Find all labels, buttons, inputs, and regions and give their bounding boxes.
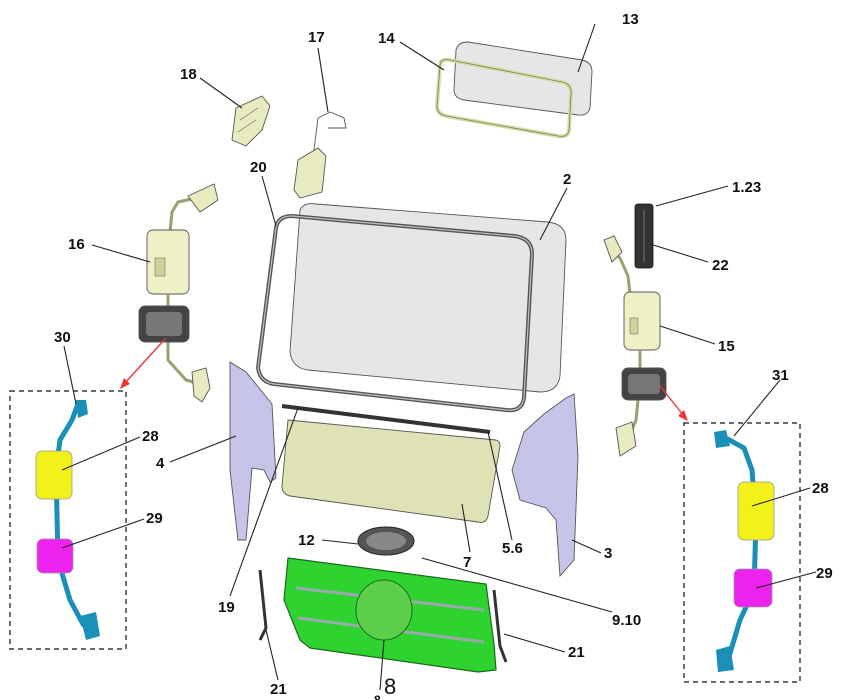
part-18-bracket bbox=[231, 95, 271, 147]
part-22-vertical-strip bbox=[634, 203, 654, 269]
leader-lines bbox=[61, 23, 817, 691]
callout-22: 22 bbox=[712, 257, 729, 274]
part-21-right-strip bbox=[492, 589, 508, 663]
callout-31: 31 bbox=[772, 367, 789, 384]
callout-3: 3 bbox=[604, 545, 612, 562]
callout-17: 17 bbox=[308, 29, 325, 46]
right-mirror-detail-box bbox=[683, 422, 801, 683]
callout-8: 8 bbox=[384, 674, 396, 699]
part-3-right-side-panel bbox=[511, 393, 579, 578]
callout-16: 16 bbox=[68, 236, 85, 253]
callout-28-left: 28 bbox=[142, 428, 159, 445]
part-8-grille bbox=[283, 557, 497, 673]
part-4-left-side-panel bbox=[229, 361, 277, 541]
part-7-front-panel bbox=[281, 419, 501, 523]
part-20-windshield-seal bbox=[255, 213, 535, 413]
part-21-left-strip bbox=[258, 569, 268, 641]
left-red-arrow bbox=[120, 337, 167, 389]
callout-12: 12 bbox=[298, 532, 315, 549]
callout-20: 20 bbox=[250, 159, 267, 176]
callout-15: 15 bbox=[718, 338, 735, 355]
callout-8-small: 8 bbox=[374, 693, 381, 700]
callout-1-23: 1.23 bbox=[732, 179, 761, 196]
part-13-glass-panel bbox=[453, 41, 593, 116]
callout-4: 4 bbox=[156, 455, 165, 472]
callout-28-right: 28 bbox=[812, 480, 829, 497]
part-2-windshield bbox=[289, 203, 567, 393]
callout-7: 7 bbox=[463, 554, 471, 571]
callout-29-left: 29 bbox=[146, 510, 163, 527]
callout-14: 14 bbox=[378, 30, 395, 47]
part-14-seal-ring bbox=[434, 57, 574, 139]
callout-5-6: 5.6 bbox=[502, 540, 523, 557]
callout-9-10: 9.10 bbox=[612, 612, 641, 629]
callout-19: 19 bbox=[218, 599, 235, 616]
callout-labels: 13 14 17 18 20 2 1.23 22 16 15 30 31 28 … bbox=[54, 11, 833, 700]
callout-29-right: 29 bbox=[816, 565, 833, 582]
part-15-right-mirror-assembly bbox=[603, 235, 667, 457]
callout-13: 13 bbox=[622, 11, 639, 28]
callout-21-left: 21 bbox=[270, 681, 287, 698]
part-16-left-mirror-assembly bbox=[138, 183, 219, 403]
callout-2: 2 bbox=[563, 171, 571, 188]
part-19-top-strip bbox=[281, 404, 491, 434]
left-mirror-detail-box bbox=[9, 390, 127, 650]
callout-30: 30 bbox=[54, 329, 71, 346]
part-12-emblem bbox=[357, 526, 415, 556]
right-red-arrow bbox=[659, 385, 688, 421]
callout-18: 18 bbox=[180, 66, 197, 83]
callout-21-right: 21 bbox=[568, 644, 585, 661]
part-17-small-mirror bbox=[293, 111, 347, 199]
